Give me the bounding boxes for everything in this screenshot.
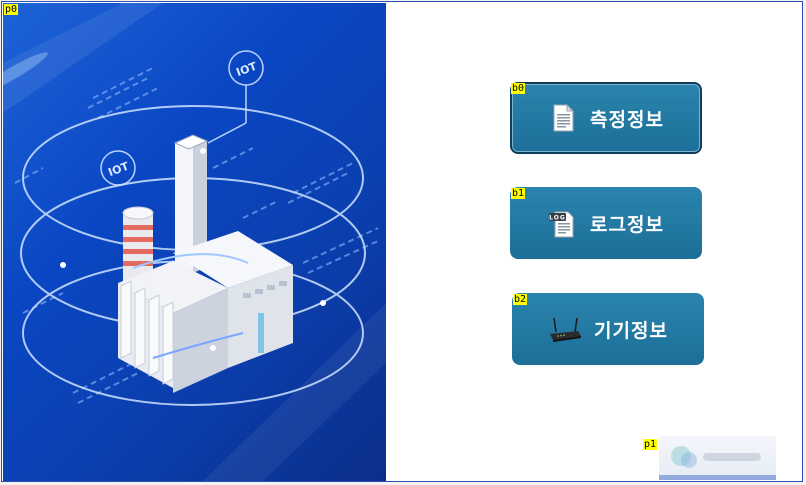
button-id-tag: b1 xyxy=(511,188,526,199)
button-id-tag: b0 xyxy=(511,83,526,94)
panel-id-tag: p0 xyxy=(4,4,19,15)
button-label: 로그정보 xyxy=(590,213,664,236)
iot-label: IOT xyxy=(234,60,259,80)
log-info-button[interactable]: LOG 로그정보 xyxy=(510,187,702,259)
router-icon xyxy=(548,314,582,344)
iot-illustration-panel: IOT IOT xyxy=(3,3,386,481)
button-id-tag: b2 xyxy=(513,294,528,305)
svg-text:LOG: LOG xyxy=(549,215,566,222)
measurement-info-button[interactable]: 측정정보 xyxy=(510,82,702,154)
button-label: 기기정보 xyxy=(594,319,668,342)
company-logo xyxy=(659,436,776,480)
device-info-button[interactable]: 기기정보 xyxy=(512,293,704,365)
log-file-icon: LOG xyxy=(548,208,578,238)
button-label: 측정정보 xyxy=(590,108,664,131)
factory-illustration: IOT IOT xyxy=(3,3,386,481)
document-icon xyxy=(548,103,578,133)
iot-label: IOT xyxy=(106,160,131,180)
panel-id-tag: p1 xyxy=(643,439,658,450)
